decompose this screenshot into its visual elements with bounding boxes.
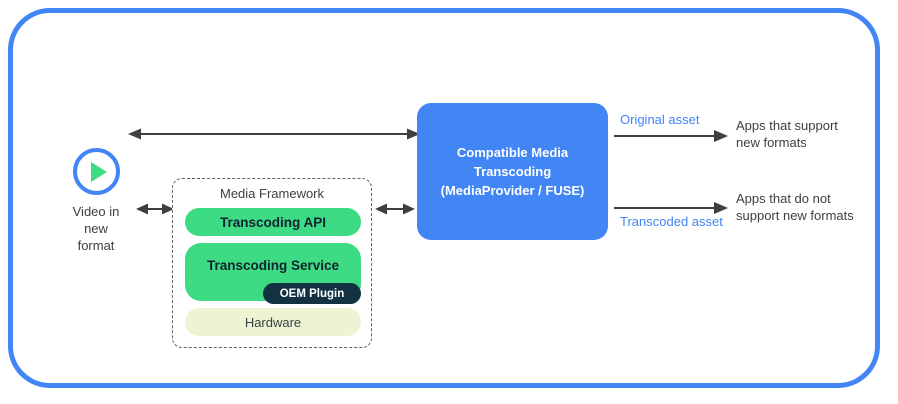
play-icon: [72, 148, 120, 195]
media-framework-box: Media Framework Transcoding API Transcod…: [172, 178, 372, 348]
play-triangle-icon: [90, 161, 107, 182]
arrow-source-to-transcoder: [128, 128, 420, 140]
compatible-media-transcoding-box: Compatible Media Transcoding (MediaProvi…: [417, 103, 608, 240]
transcoded-asset-label: Transcoded asset: [620, 214, 723, 229]
arrow-source-to-framework: [136, 203, 174, 215]
transcoding-api-box: Transcoding API: [185, 208, 361, 236]
arrow-framework-to-transcoder: [375, 203, 415, 215]
apps-do-not-support-new-formats-label: Apps that do not support new formats: [736, 191, 854, 223]
media-framework-title: Media Framework: [219, 186, 325, 201]
arrow-original-asset: [614, 130, 728, 142]
video-source-caption: Video in new format: [72, 204, 120, 253]
arrow-transcoded-asset: [614, 202, 728, 214]
original-asset-label: Original asset: [620, 112, 700, 127]
apps-support-new-formats-label: Apps that support new formats: [736, 118, 838, 150]
hardware-box: Hardware: [185, 308, 361, 336]
video-source-group: Video in new format: [48, 148, 144, 254]
oem-plugin-badge: OEM Plugin: [263, 283, 361, 304]
